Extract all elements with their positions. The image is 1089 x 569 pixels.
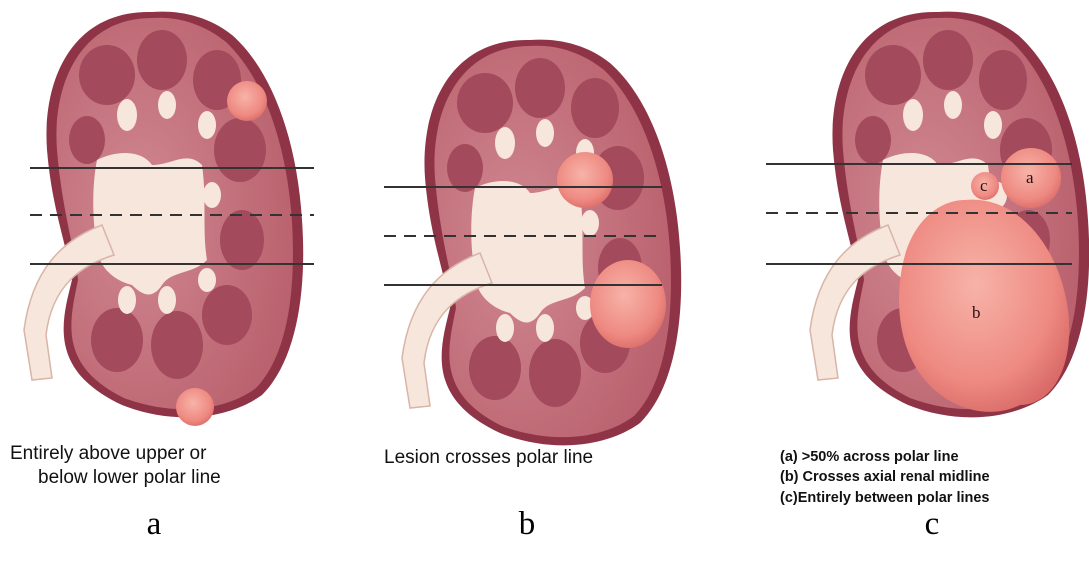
lesion-upper-pole [227,81,267,121]
lesion-crossing-upper [557,152,613,208]
caption-panel-a: Entirely above upper or below lower pola… [10,442,310,490]
kidney-panel-a [24,12,314,426]
caption-panel-c: (a) >50% across polar line (b) Crosses a… [780,447,1089,508]
caption-line: (c)Entirely between polar lines [780,488,1089,508]
lesion-label-b: b [972,303,981,322]
lesion-label-a: a [1026,168,1034,187]
lesion-label-c: c [980,176,988,195]
lesion-lower-pole [176,388,214,426]
lesion-crossing-lower [590,260,666,348]
caption-line: (b) Crosses axial renal midline [780,467,1089,487]
panel-letter-b: b [507,506,547,543]
caption-line: Entirely above upper or [10,442,310,466]
caption-line: (a) >50% across polar line [780,447,1089,467]
caption-line: below lower polar line [10,466,310,490]
kidney-panel-b [384,40,681,446]
caption-panel-b: Lesion crosses polar line [384,446,704,470]
kidney-panel-c: a c b [766,12,1089,418]
caption-line: Lesion crosses polar line [384,446,704,470]
panel-letter-a: a [134,506,174,543]
panel-letter-c: c [912,506,952,543]
